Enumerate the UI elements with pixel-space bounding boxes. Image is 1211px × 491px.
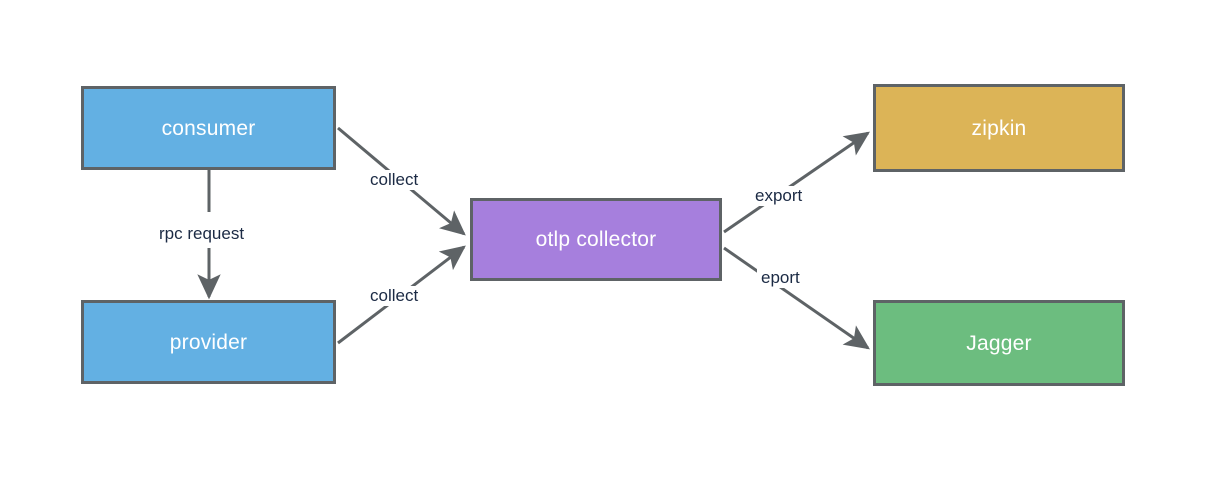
edge-label-rpc-request: rpc request [155, 224, 249, 245]
node-provider-label: provider [169, 330, 248, 354]
edge-label-export: export [751, 186, 807, 207]
node-jagger[interactable]: Jagger [873, 300, 1125, 386]
edge-label-collect-provider: collect [366, 286, 423, 307]
node-zipkin[interactable]: zipkin [873, 84, 1125, 172]
edge-collector-to-zipkin [723, 131, 870, 234]
edge-label-eport: eport [757, 268, 804, 289]
edge-label-collect-consumer: collect [366, 170, 423, 191]
node-zipkin-label: zipkin [971, 116, 1027, 140]
node-consumer-label: consumer [161, 116, 256, 140]
node-otlp-collector[interactable]: otlp collector [470, 198, 722, 281]
edge-collector-to-jagger [723, 246, 870, 350]
node-provider[interactable]: provider [81, 300, 336, 384]
node-otlp-collector-label: otlp collector [535, 228, 657, 251]
node-consumer[interactable]: consumer [81, 86, 336, 170]
node-jagger-label: Jagger [966, 331, 1032, 355]
